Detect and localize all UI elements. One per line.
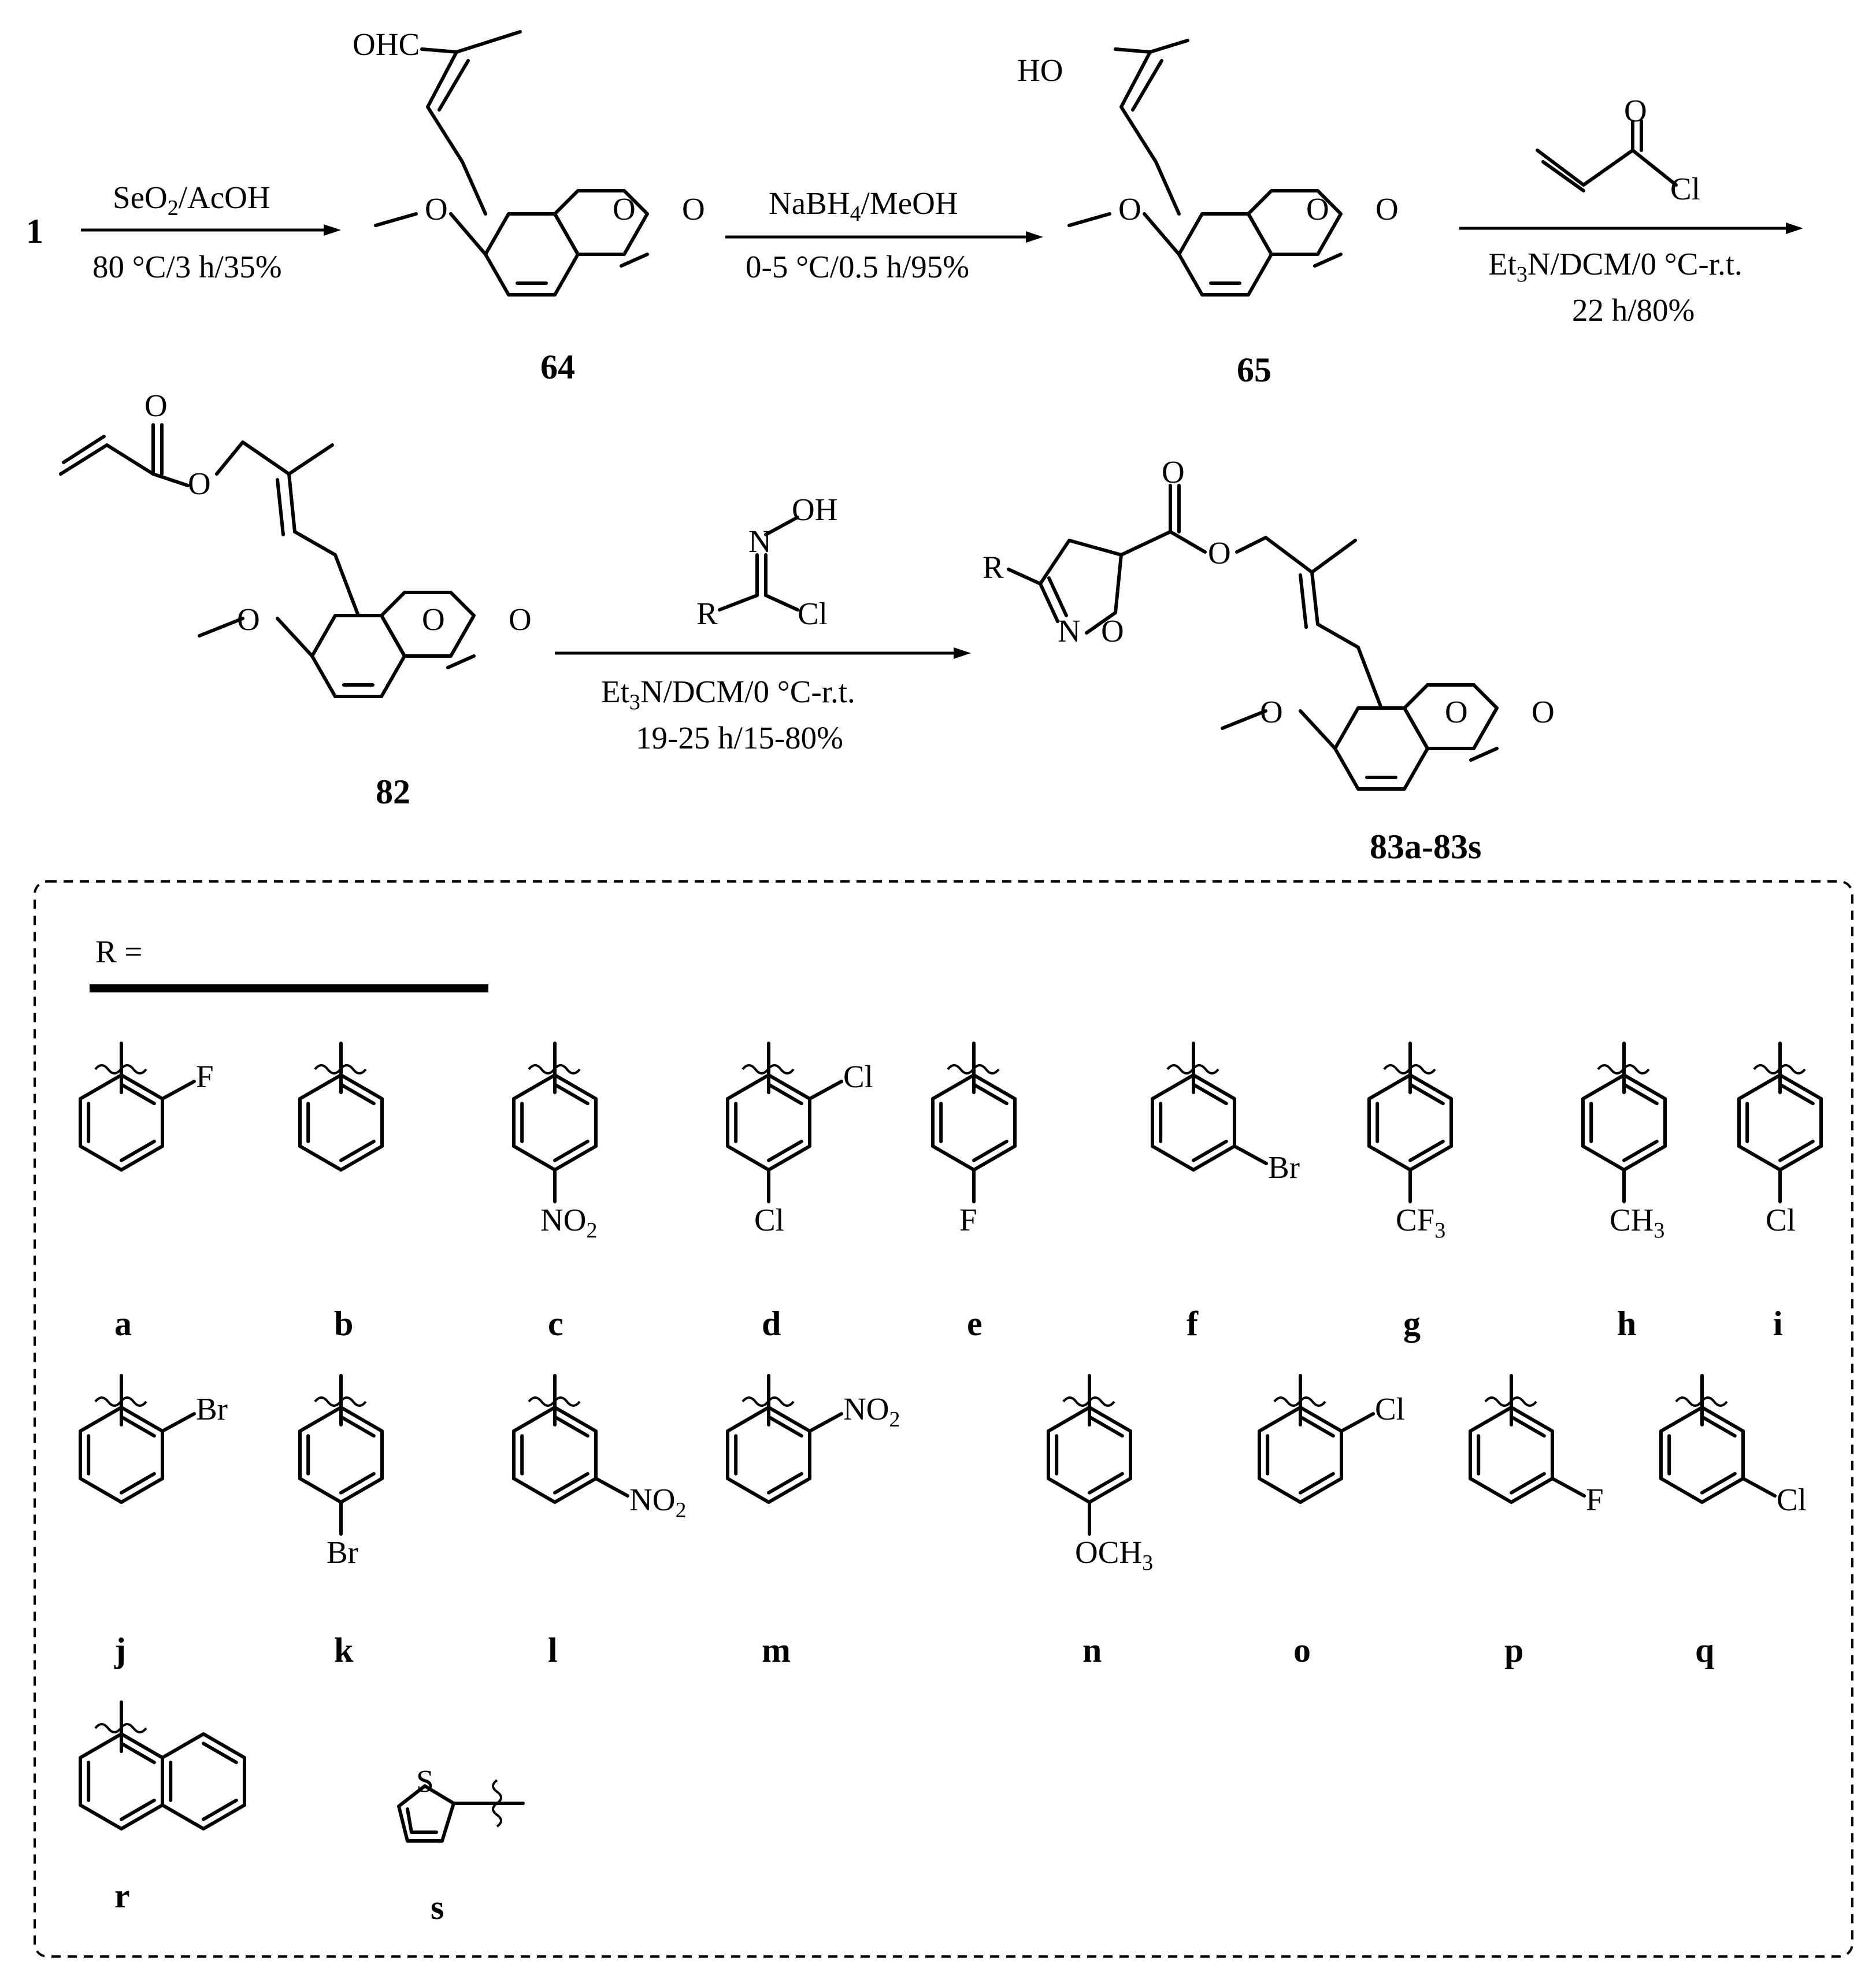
substituent-m-letter: m bbox=[762, 1631, 791, 1669]
compound-82-methoxy-o: O bbox=[237, 602, 260, 637]
arrow-step-2 bbox=[725, 231, 1043, 243]
compound-83-carbonyl-o: O bbox=[1162, 454, 1185, 490]
hydroximoyl-chloride-structure bbox=[718, 516, 799, 612]
substituent-d-group-1: Cl bbox=[843, 1059, 873, 1094]
substituent-b-ring bbox=[298, 1073, 384, 1172]
compound-64-structure bbox=[374, 30, 649, 297]
substituent-s-letter: s bbox=[431, 1888, 444, 1926]
oxime-cl: Cl bbox=[798, 596, 828, 631]
compound-65-carbonyl-o: O bbox=[1376, 191, 1399, 227]
substituent-c-group-1: NO2 bbox=[540, 1202, 597, 1243]
compound-64-label: 64 bbox=[540, 348, 575, 386]
compound-82-carbonyl-o-top: O bbox=[144, 388, 168, 423]
compound-83-r: R bbox=[983, 550, 1004, 585]
step4-conditions-line1: Et3N/DCM/0 °C-r.t. bbox=[601, 674, 855, 714]
substituent-p-group-1: F bbox=[1586, 1482, 1604, 1517]
substituent-p-letter: p bbox=[1504, 1631, 1523, 1669]
substituent-l-letter: l bbox=[548, 1631, 558, 1669]
substituent-n-letter: n bbox=[1082, 1631, 1102, 1669]
compound-83-ester-o: O bbox=[1208, 535, 1231, 570]
substituent-n-group-1: OCH3 bbox=[1075, 1535, 1153, 1575]
substituent-q-group-1: Cl bbox=[1777, 1482, 1807, 1517]
substituent-h-group-1: CH3 bbox=[1610, 1202, 1664, 1243]
compound-65-methoxy-o: O bbox=[1118, 191, 1141, 227]
arrow-step-3 bbox=[1459, 223, 1803, 234]
compound-82-carbonyl-o: O bbox=[509, 602, 532, 637]
compound-83-lactone-o: O bbox=[1445, 694, 1468, 729]
compound-83-ring-n: N bbox=[1058, 613, 1081, 649]
substituent-o-group-1: Cl bbox=[1375, 1391, 1405, 1426]
substituent-k-letter: k bbox=[334, 1631, 354, 1669]
compound-82-structure bbox=[59, 423, 476, 698]
substituent-o-letter: o bbox=[1293, 1631, 1311, 1669]
oxime-n: N bbox=[748, 524, 772, 559]
compound-65-label: 65 bbox=[1237, 351, 1271, 389]
substituent-e-group-1: F bbox=[959, 1202, 977, 1237]
substituent-s-sulfur: S bbox=[416, 1763, 434, 1799]
step4-conditions-line2: 19-25 h/15-80% bbox=[636, 720, 843, 755]
substituent-f-letter: f bbox=[1187, 1305, 1199, 1343]
step2-conditions: 0-5 °C/0.5 h/95% bbox=[746, 249, 969, 284]
acryloyl-o: O bbox=[1624, 93, 1647, 128]
starting-material-label: 1 bbox=[26, 212, 43, 250]
substituent-b-letter: b bbox=[334, 1305, 353, 1343]
step3-conditions-line1: Et3N/DCM/0 °C-r.t. bbox=[1488, 246, 1742, 287]
arrow-step-1 bbox=[81, 224, 341, 236]
compound-65-structure bbox=[1067, 39, 1343, 297]
substituent-j-group-1: Br bbox=[196, 1391, 228, 1426]
substituent-r-ring-2 bbox=[161, 1732, 247, 1831]
substituent-a-group-1: F bbox=[196, 1059, 214, 1094]
compound-65-top-group: HO bbox=[1017, 53, 1063, 88]
substituent-e-letter: e bbox=[967, 1305, 983, 1343]
compound-83-ring-o: O bbox=[1101, 613, 1124, 649]
step1-reagent: SeO2/AcOH bbox=[113, 180, 270, 220]
substituent-c-letter: c bbox=[548, 1305, 563, 1343]
compound-83-methoxy-o: O bbox=[1260, 694, 1283, 729]
substituent-f-group-1: Br bbox=[1268, 1150, 1300, 1185]
compound-83-lactone-carbonyl-o: O bbox=[1532, 694, 1555, 729]
substituent-i-letter: i bbox=[1773, 1305, 1783, 1343]
substituent-g-letter: g bbox=[1403, 1305, 1421, 1343]
substituent-a-letter: a bbox=[114, 1305, 132, 1343]
substituent-s-ring bbox=[397, 1779, 525, 1843]
substituent-q-letter: q bbox=[1695, 1631, 1714, 1669]
compound-82-label: 82 bbox=[376, 773, 410, 811]
substituent-r-letter: r bbox=[114, 1877, 130, 1915]
arrow-step-4 bbox=[555, 647, 971, 659]
oxime-oh: OH bbox=[792, 492, 837, 527]
substituent-f-ring bbox=[1150, 1073, 1237, 1172]
compound-82-ring-o: O bbox=[422, 602, 445, 637]
substituent-l-group-1: NO2 bbox=[629, 1482, 686, 1522]
substituent-p-ring bbox=[1468, 1406, 1555, 1504]
step1-conditions: 80 °C/3 h/35% bbox=[92, 249, 282, 284]
compound-64-carbonyl-o: O bbox=[682, 191, 705, 227]
compound-65-ring-o: O bbox=[1306, 191, 1329, 227]
substituent-d-group-2: Cl bbox=[754, 1202, 784, 1237]
oxime-r: R bbox=[696, 596, 718, 631]
compound-83-label: 83a-83s bbox=[1370, 828, 1481, 866]
substituent-h-letter: h bbox=[1617, 1305, 1636, 1343]
substituent-header: R = bbox=[95, 934, 142, 969]
substituent-k-group-1: Br bbox=[327, 1535, 358, 1570]
compound-64-top-group: OHC bbox=[353, 27, 420, 62]
acryloyl-cl: Cl bbox=[1670, 171, 1700, 206]
compound-64-ring-o: O bbox=[613, 191, 636, 227]
substituent-i-group-1: Cl bbox=[1766, 1202, 1796, 1237]
substituent-l-ring bbox=[511, 1406, 598, 1504]
substituent-q-ring bbox=[1659, 1406, 1745, 1504]
substituent-m-group-1: NO2 bbox=[843, 1391, 900, 1432]
substituent-d-letter: d bbox=[762, 1305, 781, 1343]
compound-64-methoxy-o: O bbox=[425, 191, 448, 227]
acryloyl-chloride-structure bbox=[1536, 120, 1678, 192]
substituent-j-letter: j bbox=[114, 1631, 126, 1669]
compound-82-ester-o: O bbox=[188, 466, 211, 501]
compound-83-structure bbox=[1007, 484, 1499, 791]
substituent-g-group-1: CF3 bbox=[1396, 1202, 1445, 1243]
step3-conditions-line2: 22 h/80% bbox=[1572, 292, 1695, 328]
step2-reagent: NaBH4/MeOH bbox=[769, 186, 958, 226]
substituent-box bbox=[34, 880, 1853, 1958]
